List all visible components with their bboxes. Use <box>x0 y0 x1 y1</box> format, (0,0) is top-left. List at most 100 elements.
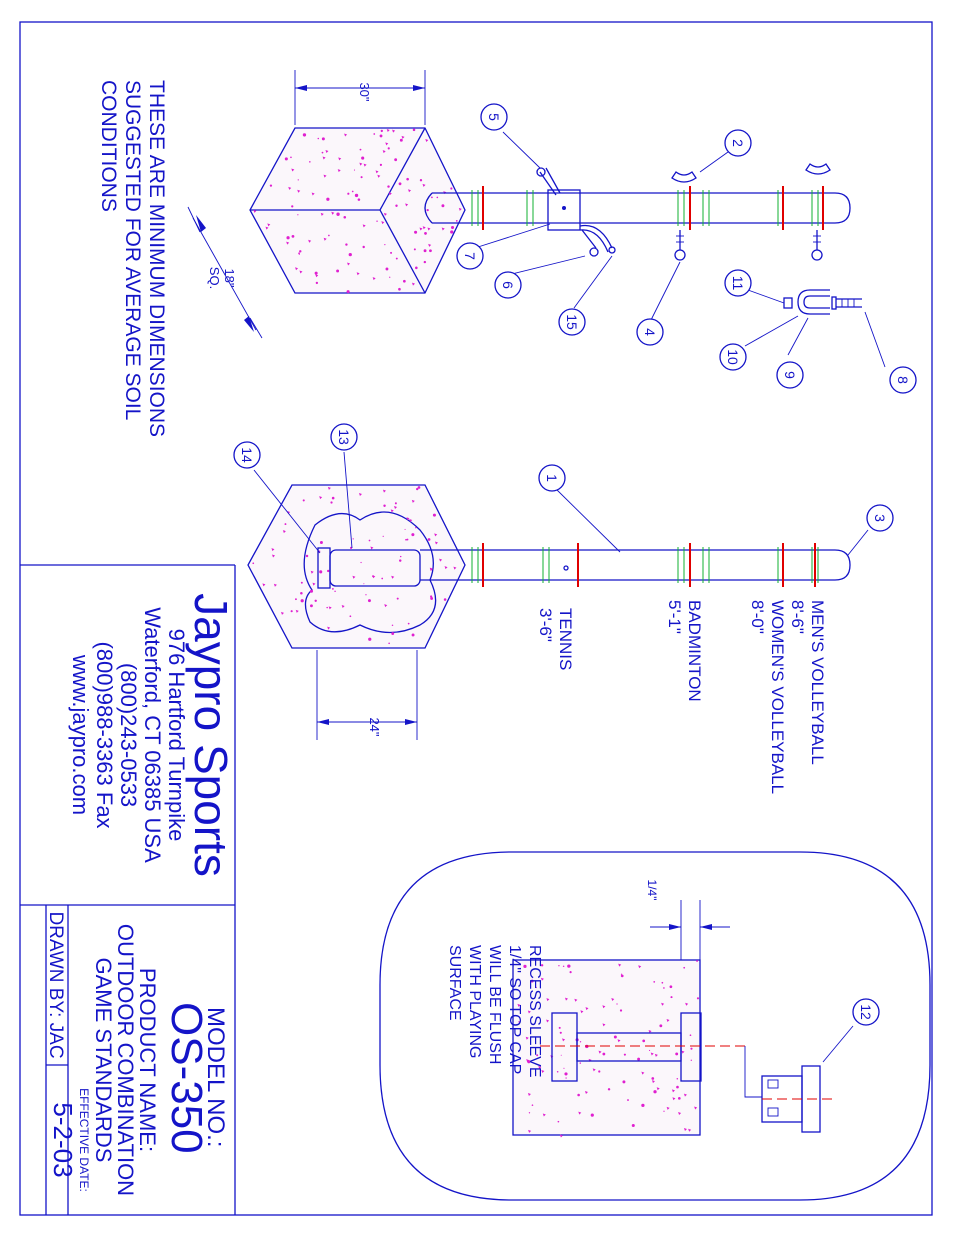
balloon-circle <box>233 441 261 469</box>
concrete-speck <box>315 274 319 278</box>
concrete-speck <box>627 1099 629 1101</box>
concrete-speck <box>654 1053 658 1057</box>
concrete-speck <box>541 1069 545 1073</box>
concrete-speck <box>696 960 698 962</box>
product-line2: GAME STANDARDS <box>91 958 116 1163</box>
concrete-speck <box>399 138 403 142</box>
concrete-speck <box>391 624 394 627</box>
concrete-speck <box>672 1097 676 1101</box>
concrete-speck <box>372 575 375 578</box>
womens-vb-value: 8'-0" <box>748 600 767 634</box>
concrete-speck <box>546 998 550 1002</box>
concrete-speck <box>286 241 290 245</box>
concrete-speck <box>405 203 409 207</box>
concrete-speck <box>363 583 365 585</box>
concrete-speck <box>590 1113 594 1117</box>
concrete-speck <box>252 562 255 565</box>
balloon-10: 10 <box>719 343 747 371</box>
balloon-label: 13 <box>336 429 352 445</box>
concrete-speck <box>560 1054 562 1056</box>
concrete-speck <box>669 985 673 989</box>
concrete-speck <box>542 1113 546 1117</box>
concrete-speck <box>531 1104 534 1106</box>
concrete-speck <box>353 169 356 171</box>
detail-note-line1: RECESS SLEEVE <box>526 945 543 1078</box>
concrete-speck <box>385 142 389 146</box>
concrete-speck <box>359 148 362 151</box>
concrete-speck <box>618 963 622 967</box>
concrete-speck <box>383 504 386 507</box>
concrete-speck <box>395 204 398 207</box>
concrete-speck <box>422 183 426 187</box>
concrete-speck <box>574 998 578 1002</box>
concrete-speck <box>598 1070 601 1073</box>
concrete-speck <box>376 220 378 222</box>
concrete-speck <box>415 527 417 529</box>
balloon-label: 12 <box>858 1004 874 1020</box>
concrete-speck <box>411 499 415 503</box>
concrete-speck <box>694 1106 698 1110</box>
concrete-speck <box>659 1024 663 1028</box>
tennis-value: 3'-6" <box>536 608 555 642</box>
balloon-label: 1 <box>544 474 560 482</box>
balloon-6: 6 <box>494 271 522 299</box>
concrete-speck <box>405 538 407 541</box>
concrete-speck <box>663 1110 665 1112</box>
balloon-9: 9 <box>776 361 804 389</box>
concrete-speck <box>337 169 341 173</box>
concrete-speck <box>602 1023 606 1027</box>
concrete-speck <box>299 250 302 253</box>
concrete-speck <box>288 186 292 190</box>
concrete-speck <box>450 187 453 190</box>
detail-note-line4: WITH PLAYING <box>466 945 483 1059</box>
concrete-speck <box>372 277 376 281</box>
tennis-label: TENNIS <box>556 608 575 670</box>
concrete-speck <box>282 530 286 534</box>
concrete-speck <box>559 1031 562 1034</box>
effective-date-value: 5-2-03 <box>48 1102 78 1177</box>
concrete-speck <box>300 581 303 584</box>
concrete-speck <box>331 211 335 215</box>
balloon-2: 2 <box>724 129 752 157</box>
concrete-speck <box>334 590 336 593</box>
concrete-speck <box>424 232 427 235</box>
concrete-speck <box>370 546 374 550</box>
concrete-speck <box>564 997 568 1001</box>
balloon-circle <box>494 271 522 299</box>
detail-note-line3: WILL BE FLUSH <box>486 945 503 1064</box>
concrete-speck <box>406 538 409 541</box>
concrete-speck <box>328 234 330 237</box>
concrete-speck <box>414 230 418 234</box>
balloon-1: 1 <box>538 464 566 492</box>
concrete-speck <box>390 251 393 254</box>
concrete-speck <box>347 192 350 195</box>
concrete-speck <box>314 599 317 602</box>
concrete-speck <box>423 260 427 264</box>
concrete-speck <box>620 974 624 978</box>
concrete-speck <box>363 163 367 167</box>
concrete-speck <box>611 997 615 1001</box>
concrete-speck <box>425 139 429 143</box>
concrete-speck <box>331 588 334 590</box>
concrete-speck <box>375 170 379 174</box>
concrete-speck <box>428 243 432 247</box>
concrete-speck <box>309 589 314 593</box>
dim-18: 18" <box>222 268 237 287</box>
concrete-speck <box>517 1003 521 1007</box>
concrete-speck <box>302 499 305 502</box>
concrete-speck <box>365 594 367 596</box>
concrete-speck <box>427 538 431 541</box>
concrete-speck <box>299 270 303 274</box>
concrete-speck <box>265 226 269 230</box>
concrete-speck <box>648 1049 651 1052</box>
concrete-speck <box>327 626 331 630</box>
concrete-speck <box>663 987 665 989</box>
concrete-speck <box>653 1090 657 1094</box>
concrete-speck <box>617 1039 621 1043</box>
concrete-speck <box>650 1052 654 1056</box>
concrete-speck <box>373 133 376 135</box>
concrete-speck <box>651 1080 655 1084</box>
concrete-speck <box>360 561 362 564</box>
concrete-speck <box>641 1103 645 1108</box>
concrete-speck <box>311 192 315 196</box>
